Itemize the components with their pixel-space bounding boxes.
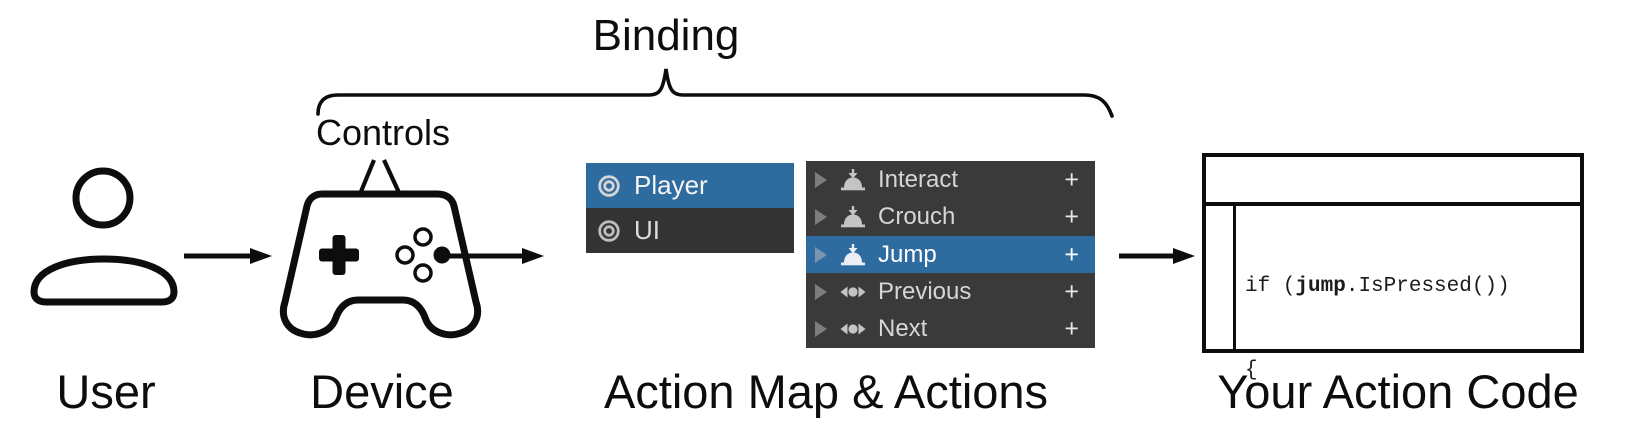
foldout-triangle-icon[interactable] (815, 321, 827, 338)
action-map-panel: Player UI (586, 163, 794, 253)
action-label: Next (878, 315, 928, 343)
action-label: Previous (878, 277, 972, 305)
foldout-triangle-icon[interactable] (815, 246, 827, 263)
add-binding-button[interactable]: + (1064, 314, 1079, 343)
code-text-jump: jump (1295, 275, 1346, 298)
action-item-interact[interactable]: Interact + (806, 161, 1095, 199)
foldout-triangle-icon[interactable] (815, 283, 827, 300)
action-item-next[interactable]: Next + (806, 310, 1095, 349)
code-text-segment: if ( (1245, 275, 1296, 298)
your-action-code-label: Your Action Code (1217, 365, 1579, 418)
add-binding-button[interactable]: + (1064, 277, 1079, 306)
action-map-label: Player (634, 170, 708, 200)
binding-brace (316, 68, 1114, 118)
foldout-triangle-icon[interactable] (815, 209, 827, 226)
code-line: if (jump.IsPressed()) (1245, 273, 1510, 301)
action-map-icon (598, 174, 620, 197)
dpad-icon (319, 235, 359, 275)
arrow-actions-to-code (1119, 248, 1195, 264)
user-icon (30, 167, 178, 306)
button-action-icon (841, 206, 865, 228)
user-label: User (56, 365, 156, 418)
add-binding-button[interactable]: + (1064, 202, 1079, 231)
binding-title: Binding (592, 11, 740, 60)
axis-action-icon (840, 323, 866, 335)
controls-label: Controls (315, 112, 451, 153)
actions-panel: Interact + Crouch + Jump + (806, 161, 1095, 349)
arrow-user-to-device (184, 248, 272, 264)
code-window: if (jump.IsPressed()) { // your code } (1202, 153, 1584, 382)
add-binding-button[interactable]: + (1064, 240, 1079, 269)
gamepad-icon (279, 190, 482, 339)
code-window-titlebar (1206, 157, 1580, 206)
action-item-crouch[interactable]: Crouch + (806, 198, 1095, 236)
button-action-icon (841, 168, 865, 191)
code-text-segment: .IsPressed()) (1345, 275, 1510, 298)
button-action-icon (841, 243, 865, 265)
code-window-body: if (jump.IsPressed()) { // your code } (1206, 206, 1580, 382)
code-snippet: if (jump.IsPressed()) { // your code } (1245, 217, 1510, 434)
action-map-item-player[interactable]: Player (586, 163, 794, 208)
action-label: Jump (878, 240, 937, 268)
arrow-device-to-actionmap (450, 248, 544, 264)
device-label: Device (310, 365, 454, 418)
axis-action-icon (840, 286, 866, 298)
add-binding-button[interactable]: + (1064, 165, 1079, 194)
action-map-icon (598, 219, 620, 242)
action-label: Interact (878, 165, 959, 193)
action-item-jump[interactable]: Jump + (806, 235, 1095, 274)
face-buttons-icon (395, 227, 451, 283)
action-map-item-ui[interactable]: UI (586, 208, 794, 253)
action-map-actions-label: Action Map & Actions (603, 365, 1049, 418)
action-item-previous[interactable]: Previous + (806, 273, 1095, 311)
foldout-triangle-icon[interactable] (815, 171, 827, 188)
code-line: { (1245, 359, 1258, 382)
action-label: Crouch (878, 203, 956, 231)
code-gutter-divider (1233, 206, 1236, 349)
action-map-label: UI (634, 215, 660, 245)
